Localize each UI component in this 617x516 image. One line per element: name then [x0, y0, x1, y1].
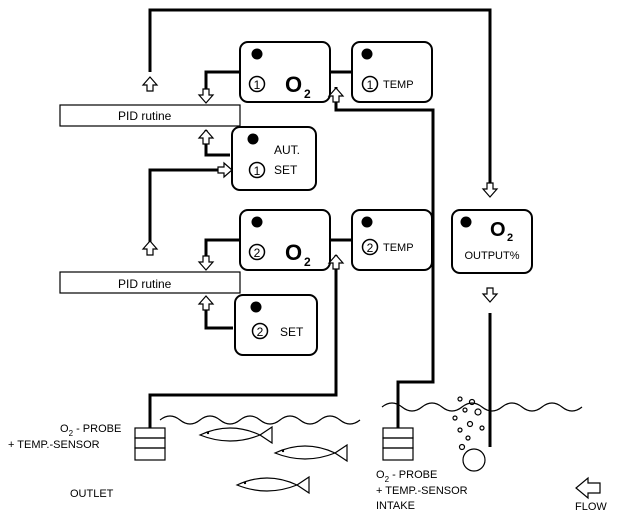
o2-module-1: 1 O 2 — [239, 41, 331, 103]
channel-number-badge — [248, 243, 266, 261]
set-label: SET — [280, 325, 304, 339]
set-module-2: 2 SET — [234, 294, 318, 356]
flow-direction-arrow — [575, 477, 601, 499]
channel-number-badge — [251, 322, 269, 340]
pid-routine-1: PID rutine — [59, 104, 241, 127]
o2-output-module: O 2 OUTPUT% — [451, 209, 533, 274]
flow-arrows — [142, 76, 601, 499]
channel-number: 2 — [254, 246, 261, 260]
svg-text:+ TEMP.-SENSOR: + TEMP.-SENSOR — [376, 485, 468, 497]
channel-number: 1 — [254, 164, 261, 178]
o2-subscript: 2 — [507, 232, 513, 244]
temp-label: TEMP — [383, 242, 414, 254]
o2-subscript: 2 — [304, 87, 311, 101]
indicator-led — [361, 216, 373, 228]
channel-number-badge — [248, 161, 266, 179]
oxygen-diffuser — [452, 396, 486, 472]
indicator-led — [250, 301, 262, 313]
aut-label: AUT. — [274, 143, 300, 157]
aut-set-module: 1 AUT. SET — [231, 126, 317, 191]
pid-routine-label: PID rutine — [118, 277, 172, 291]
o2-module-2: 2 O 2 — [239, 209, 331, 271]
temp-label: TEMP — [383, 79, 414, 91]
pid-routine-2: PID rutine — [59, 271, 241, 294]
o2-label: O — [490, 219, 506, 241]
channel-number-badge — [361, 238, 379, 256]
indicator-led — [247, 133, 259, 145]
indicator-led — [251, 216, 263, 228]
indicator-led — [361, 48, 373, 60]
output-percent-label: OUTPUT% — [465, 250, 520, 262]
svg-text:O2 - PROBE: O2 - PROBE — [376, 469, 437, 484]
outlet-probe — [134, 427, 166, 461]
channel-number: 2 — [367, 241, 374, 255]
outlet-probe-label: O2 - PROBE + TEMP.-SENSOR OUTLET — [8, 423, 121, 500]
svg-text:O2 - PROBE: O2 - PROBE — [60, 423, 121, 438]
pid-routine-label: PID rutine — [118, 109, 172, 123]
intake-probe-label: O2 - PROBE + TEMP.-SENSOR INTAKE — [376, 469, 468, 512]
intake-probe — [382, 427, 414, 461]
channel-number-badge — [248, 75, 266, 93]
temp-module-1: 1 TEMP — [351, 41, 433, 103]
outlet-label: OUTLET — [70, 488, 114, 500]
indicator-led — [460, 216, 472, 228]
flow-label: FLOW — [575, 501, 607, 513]
o2-subscript: 2 — [304, 255, 311, 269]
svg-text:+ TEMP.-SENSOR: + TEMP.-SENSOR — [8, 439, 100, 451]
o2-label: O — [285, 72, 302, 97]
channel-number: 1 — [254, 78, 261, 92]
o2-label: O — [285, 240, 302, 265]
channel-number: 1 — [367, 78, 374, 92]
channel-number: 2 — [257, 325, 264, 339]
set-label: SET — [274, 163, 298, 177]
bubbles — [452, 396, 485, 451]
fish-group — [198, 425, 348, 495]
channel-number-badge — [361, 75, 379, 93]
indicator-led — [251, 48, 263, 60]
water-surface — [159, 402, 583, 425]
temp-module-2: 2 TEMP — [351, 209, 433, 271]
intake-label: INTAKE — [376, 500, 415, 512]
